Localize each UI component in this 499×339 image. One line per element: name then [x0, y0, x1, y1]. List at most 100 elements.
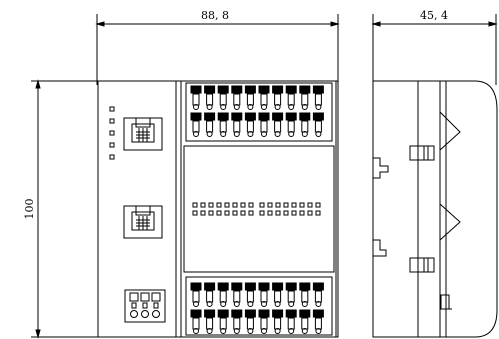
- io-indicator: [192, 210, 198, 216]
- terminal-pin: [217, 85, 229, 110]
- front-housing: [97, 80, 339, 338]
- terminal-pin: [204, 282, 216, 307]
- io-indicator: [299, 202, 305, 208]
- io-indicator: [232, 202, 238, 208]
- depth-dimension-label: 45, 4: [420, 9, 448, 22]
- terminal-pin: [285, 282, 297, 307]
- rj45-port-upper: [123, 117, 163, 151]
- small-connector-pin: [129, 292, 139, 318]
- io-indicator: [240, 202, 246, 208]
- terminal-pin: [204, 309, 216, 334]
- terminal-pin: [244, 112, 256, 137]
- terminal-pin: [272, 85, 284, 110]
- io-indicator: [259, 210, 265, 216]
- io-indicator: [208, 210, 214, 216]
- small-connector-pin: [151, 292, 161, 318]
- io-indicators: [192, 202, 321, 216]
- terminal-pin: [285, 85, 297, 110]
- io-indicator: [248, 202, 254, 208]
- height-dimension: 100: [23, 79, 100, 339]
- side-wedge-lower: [439, 203, 461, 241]
- terminal-pin: [312, 282, 324, 307]
- side-housing: [372, 80, 498, 338]
- terminal-pin: [312, 309, 324, 334]
- status-leds: [109, 106, 115, 160]
- terminal-pin: [272, 112, 284, 137]
- io-indicator: [307, 202, 313, 208]
- status-led: [109, 106, 115, 112]
- top-terminal-block: [185, 82, 333, 142]
- terminal-pin: [299, 112, 311, 137]
- terminal-pin: [272, 282, 284, 307]
- terminal-pin: [272, 309, 284, 334]
- terminal-pin: [217, 112, 229, 137]
- io-indicator: [259, 202, 265, 208]
- rj45-port-lower: [123, 205, 163, 239]
- io-indicator: [315, 210, 321, 216]
- io-indicator: [283, 210, 289, 216]
- status-led: [109, 118, 115, 124]
- terminal-pin: [190, 85, 202, 110]
- io-indicator: [200, 202, 206, 208]
- side-view: [372, 80, 498, 338]
- io-indicator: [192, 202, 198, 208]
- terminal-pin: [312, 112, 324, 137]
- terminal-pin: [285, 112, 297, 137]
- height-dimension-label: 100: [23, 199, 36, 220]
- front-view: [97, 80, 339, 338]
- terminal-pin: [217, 309, 229, 334]
- terminal-pin: [204, 112, 216, 137]
- width-dimension: 88, 8: [95, 9, 340, 85]
- din-clip-upper: [373, 157, 389, 179]
- io-indicator: [224, 202, 230, 208]
- io-indicator: [291, 210, 297, 216]
- width-dimension-label: 88, 8: [201, 9, 229, 22]
- io-indicator: [291, 202, 297, 208]
- io-indicator: [283, 202, 289, 208]
- latch-upper: [409, 145, 429, 161]
- terminal-pin: [312, 85, 324, 110]
- terminal-pin: [231, 112, 243, 137]
- latch-lower: [409, 257, 429, 273]
- status-led: [109, 154, 115, 160]
- terminal-pin: [299, 282, 311, 307]
- bottom-terminal-pins: [190, 282, 324, 334]
- small-connector: [124, 289, 166, 323]
- io-indicator: [275, 210, 281, 216]
- bottom-terminal-block: [185, 276, 333, 336]
- terminal-pin: [231, 309, 243, 334]
- io-indicator: [275, 202, 281, 208]
- io-indicator: [307, 210, 313, 216]
- terminal-pin: [231, 282, 243, 307]
- small-connector-pin: [140, 292, 150, 318]
- terminal-pin: [258, 309, 270, 334]
- terminal-pin: [258, 112, 270, 137]
- io-indicator: [224, 210, 230, 216]
- io-indicator: [240, 210, 246, 216]
- terminal-pin: [244, 85, 256, 110]
- terminal-pin: [258, 282, 270, 307]
- terminal-pin: [258, 85, 270, 110]
- terminal-pin: [285, 309, 297, 334]
- terminal-pin: [231, 85, 243, 110]
- io-indicator: [315, 202, 321, 208]
- side-wedge-upper: [439, 111, 461, 151]
- terminal-pin: [190, 112, 202, 137]
- terminal-pin: [299, 85, 311, 110]
- din-clip-lower: [373, 239, 387, 257]
- io-indicator: [208, 202, 214, 208]
- io-indicator: [299, 210, 305, 216]
- terminal-pin: [299, 309, 311, 334]
- terminal-pin: [244, 282, 256, 307]
- io-indicator: [267, 202, 273, 208]
- io-indicator: [200, 210, 206, 216]
- terminal-pin: [217, 282, 229, 307]
- top-terminal-pins: [190, 85, 324, 137]
- io-indicator: [267, 210, 273, 216]
- terminal-pin: [190, 282, 202, 307]
- terminal-pin: [204, 85, 216, 110]
- status-led: [109, 130, 115, 136]
- io-indicator: [248, 210, 254, 216]
- terminal-pin: [190, 309, 202, 334]
